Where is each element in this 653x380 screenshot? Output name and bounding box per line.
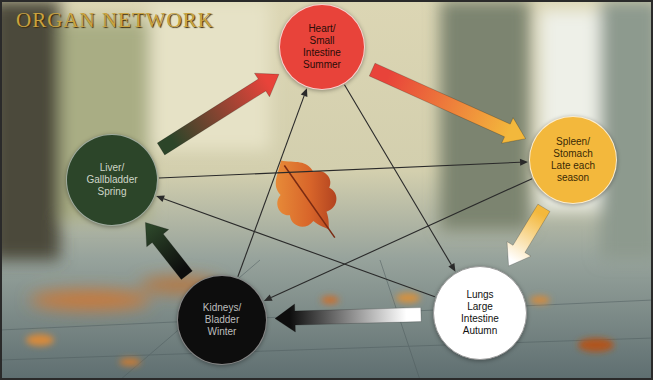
arrow-body bbox=[369, 63, 525, 143]
organ-circle: Kidneys/ Bladder Winter bbox=[177, 275, 267, 365]
organ-circle: Heart/ Small Intestine Summer bbox=[279, 4, 365, 90]
control-arrow bbox=[238, 88, 308, 277]
organ-circle: Liver/ Gallbladder Spring bbox=[66, 134, 158, 226]
cycle-arrow bbox=[157, 73, 279, 155]
organ-label: Heart/ Small Intestine Summer bbox=[296, 23, 348, 71]
organ-circle: Lungs Large Intestine Autumn bbox=[433, 266, 527, 360]
arrow-body bbox=[145, 223, 192, 280]
organ-label: Spleen/ Stomach Late each season bbox=[543, 136, 603, 184]
arrow-head bbox=[448, 263, 455, 272]
leaf bbox=[396, 293, 420, 303]
cycle-arrow bbox=[369, 63, 525, 143]
leaf-blade bbox=[257, 144, 354, 247]
pavement-lines bbox=[0, 260, 653, 380]
arrow-head bbox=[520, 159, 528, 166]
arrow-line bbox=[344, 85, 451, 265]
fallen-leaves bbox=[30, 290, 150, 310]
control-arrow bbox=[159, 159, 528, 178]
pillar bbox=[0, 0, 60, 260]
leaf bbox=[119, 358, 141, 366]
arrow-line bbox=[238, 96, 304, 277]
leaf-stem bbox=[284, 166, 334, 238]
blurred-scene bbox=[0, 0, 653, 310]
pillar bbox=[600, 0, 653, 260]
arrow-head bbox=[264, 294, 273, 301]
organ-label: Liver/ Gallbladder Spring bbox=[83, 162, 141, 198]
cycle-arrow bbox=[507, 204, 550, 266]
arrow-head bbox=[156, 195, 165, 202]
diagram-title: ORGAN NETWORK bbox=[16, 8, 214, 33]
arrow-line bbox=[159, 162, 520, 178]
leaf bbox=[530, 296, 550, 304]
control-arrow bbox=[344, 85, 455, 272]
leaf bbox=[26, 334, 54, 346]
leaf bbox=[321, 296, 339, 304]
cycle-arrow bbox=[275, 304, 421, 332]
arrow-head bbox=[301, 88, 308, 97]
organ-label: Kidneys/ Bladder Winter bbox=[198, 302, 246, 338]
arrow-body bbox=[275, 304, 421, 332]
arrow-body bbox=[157, 73, 279, 155]
organ-label: Lungs Large Intestine Autumn bbox=[454, 289, 506, 337]
cycle-arrow bbox=[145, 223, 192, 280]
arrow-body bbox=[507, 204, 550, 266]
organ-circle: Spleen/ Stomach Late each season bbox=[529, 116, 617, 204]
leaf bbox=[578, 338, 614, 352]
pavement-line bbox=[0, 338, 653, 360]
